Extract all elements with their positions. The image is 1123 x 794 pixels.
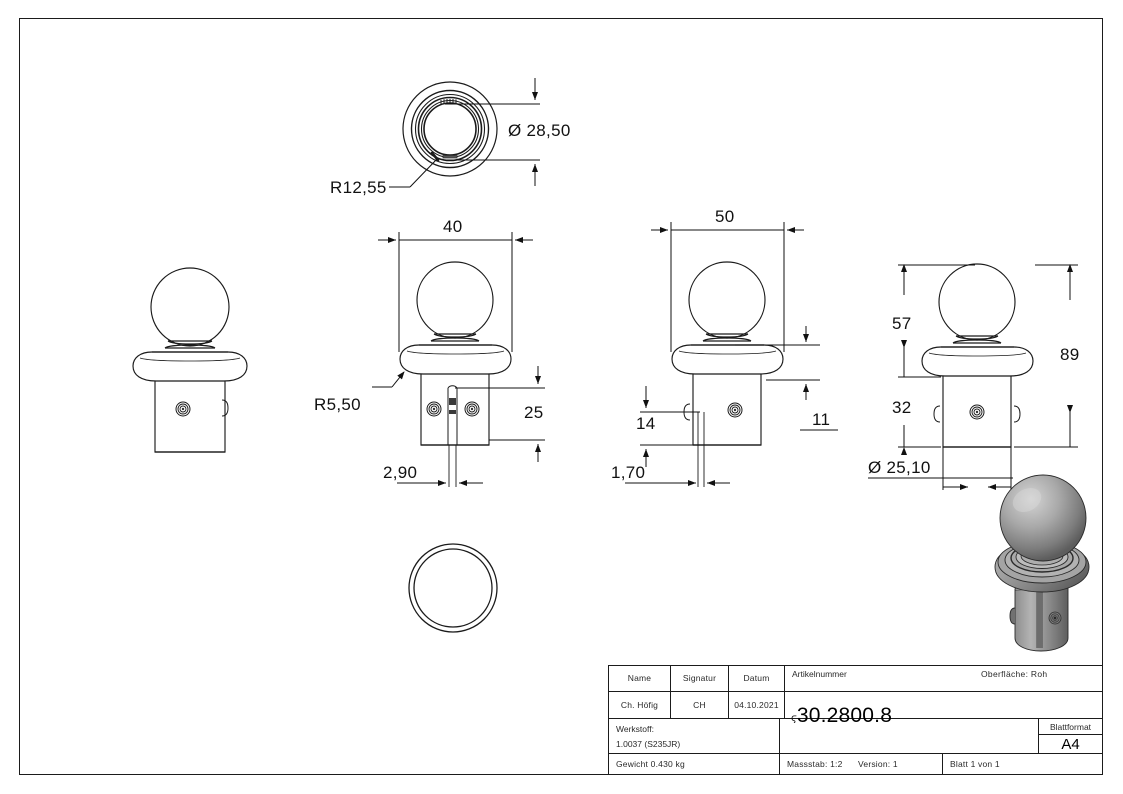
- artikelnummer-cell: Artikelnummer Oberfläche: Roh: [785, 666, 1102, 691]
- value-massstab: Massstab: 1:2: [787, 759, 843, 770]
- title-block-blank-area: [780, 719, 1039, 754]
- title-block-material-row: Werkstoff: 1.0037 (S235JR) Blattformat A…: [609, 719, 1102, 755]
- header-blattformat: Blattformat: [1039, 719, 1102, 736]
- title-block: Name Signatur Datum Artikelnummer Oberfl…: [608, 665, 1103, 775]
- massstab-version-cell: Massstab: 1:2 Version: 1: [780, 754, 943, 774]
- title-block-footer-row: Gewicht 0.430 kg Massstab: 1:2 Version: …: [609, 754, 1102, 774]
- value-version: Version: 1: [858, 759, 898, 770]
- title-block-values-row: Ch. Höfig CH 04.10.2021 ϛ 30.2800.8: [609, 691, 1102, 726]
- value-gewicht: Gewicht 0.430 kg: [609, 754, 780, 774]
- artikelnummer-value-group: ϛ 30.2800.8: [791, 705, 892, 726]
- header-werkstoff: Werkstoff:: [616, 724, 654, 735]
- blattformat-cell: Blattformat A4: [1039, 719, 1102, 753]
- title-block-header-row: Name Signatur Datum Artikelnummer Oberfl…: [609, 666, 1102, 692]
- header-signatur: Signatur: [671, 666, 729, 691]
- value-blattformat: A4: [1061, 735, 1080, 753]
- artikelnummer-prefix: ϛ: [791, 712, 797, 724]
- value-blatt: Blatt 1 von 1: [950, 759, 1000, 770]
- header-artikelnummer: Artikelnummer: [792, 669, 847, 679]
- header-datum: Datum: [729, 666, 785, 691]
- header-oberflaeche: Oberfläche: Roh: [981, 669, 1048, 679]
- value-signatur: CH: [671, 691, 729, 719]
- header-name: Name: [609, 666, 671, 691]
- artikelnummer-value: 30.2800.8: [796, 703, 893, 727]
- drawing-frame-border: [19, 18, 1103, 775]
- value-datum: 04.10.2021: [729, 691, 785, 719]
- isometric-render-view: [994, 474, 1090, 652]
- artikelnummer-value-cell: ϛ 30.2800.8: [785, 692, 1102, 726]
- werkstoff-cell: Werkstoff: 1.0037 (S235JR): [609, 719, 780, 754]
- value-werkstoff: 1.0037 (S235JR): [616, 739, 681, 750]
- value-name: Ch. Höfig: [609, 691, 671, 719]
- render-ball: [999, 474, 1087, 562]
- render-setscrew: [1048, 611, 1062, 625]
